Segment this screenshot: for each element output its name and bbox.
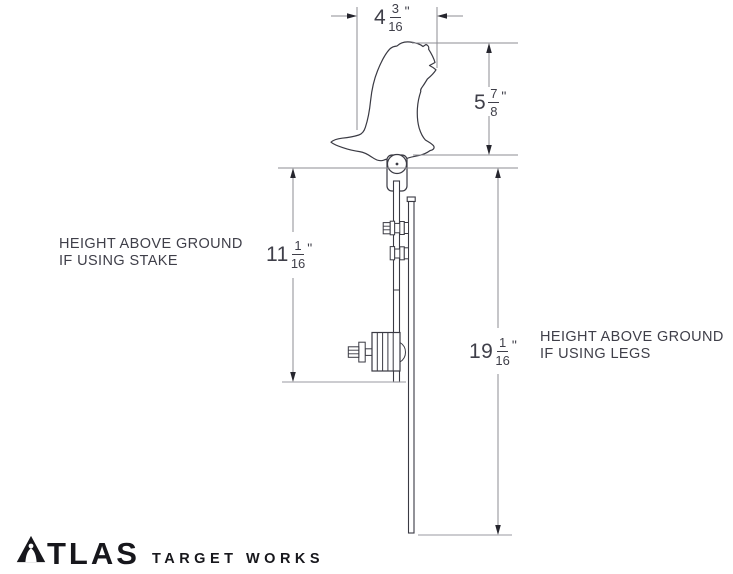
logo-tagline-text: TARGET WORKS — [151, 551, 325, 567]
inch-mark: " — [501, 88, 507, 104]
upper-bolt — [382, 220, 410, 236]
dim-whole: 19 — [469, 340, 494, 363]
leg-bar — [406, 196, 416, 534]
dim-whole: 5 — [474, 91, 487, 114]
dim-text-target-height: 5 7 8 " — [474, 87, 506, 118]
inch-mark: " — [404, 3, 410, 19]
atlas-a-mark-icon — [16, 535, 46, 568]
dim-fraction: 1 16 — [495, 335, 510, 368]
dimension-width-top — [331, 7, 463, 130]
label-line: IF USING LEGS — [540, 346, 651, 362]
dimension-stake-height — [282, 168, 406, 383]
dimension-legs-height — [418, 168, 512, 536]
dim-fraction: 7 8 — [488, 86, 500, 119]
label-height-legs: HEIGHT ABOVE GROUND IF USING LEGS — [540, 329, 724, 363]
label-line: IF USING STAKE — [59, 253, 178, 269]
dim-text-width-top: 4 3 16 " — [374, 2, 410, 33]
dim-fraction: 1 16 — [290, 238, 306, 271]
inch-mark: " — [511, 337, 517, 353]
label-height-stake: HEIGHT ABOVE GROUND IF USING STAKE — [59, 236, 243, 270]
hinge-bracket — [386, 153, 408, 192]
prairie-dog-silhouette-icon — [330, 41, 437, 162]
dim-whole: 11 — [266, 243, 289, 266]
dim-whole: 4 — [374, 6, 387, 29]
dim-text-stake-height: 11 1 16 " — [266, 239, 312, 270]
lower-bolt — [389, 246, 410, 261]
inch-mark: " — [307, 240, 313, 256]
stake-clamp — [347, 331, 406, 372]
dim-text-legs-height: 19 1 16 " — [469, 336, 517, 367]
atlas-target-works-logo: TLAS TARGET WORKS — [16, 535, 325, 571]
dim-fraction: 3 16 — [388, 1, 403, 34]
logo-brand-text: TLAS — [47, 536, 140, 571]
label-line: HEIGHT ABOVE GROUND — [59, 236, 243, 252]
label-line: HEIGHT ABOVE GROUND — [540, 329, 724, 345]
dimension-target-height — [412, 42, 518, 156]
